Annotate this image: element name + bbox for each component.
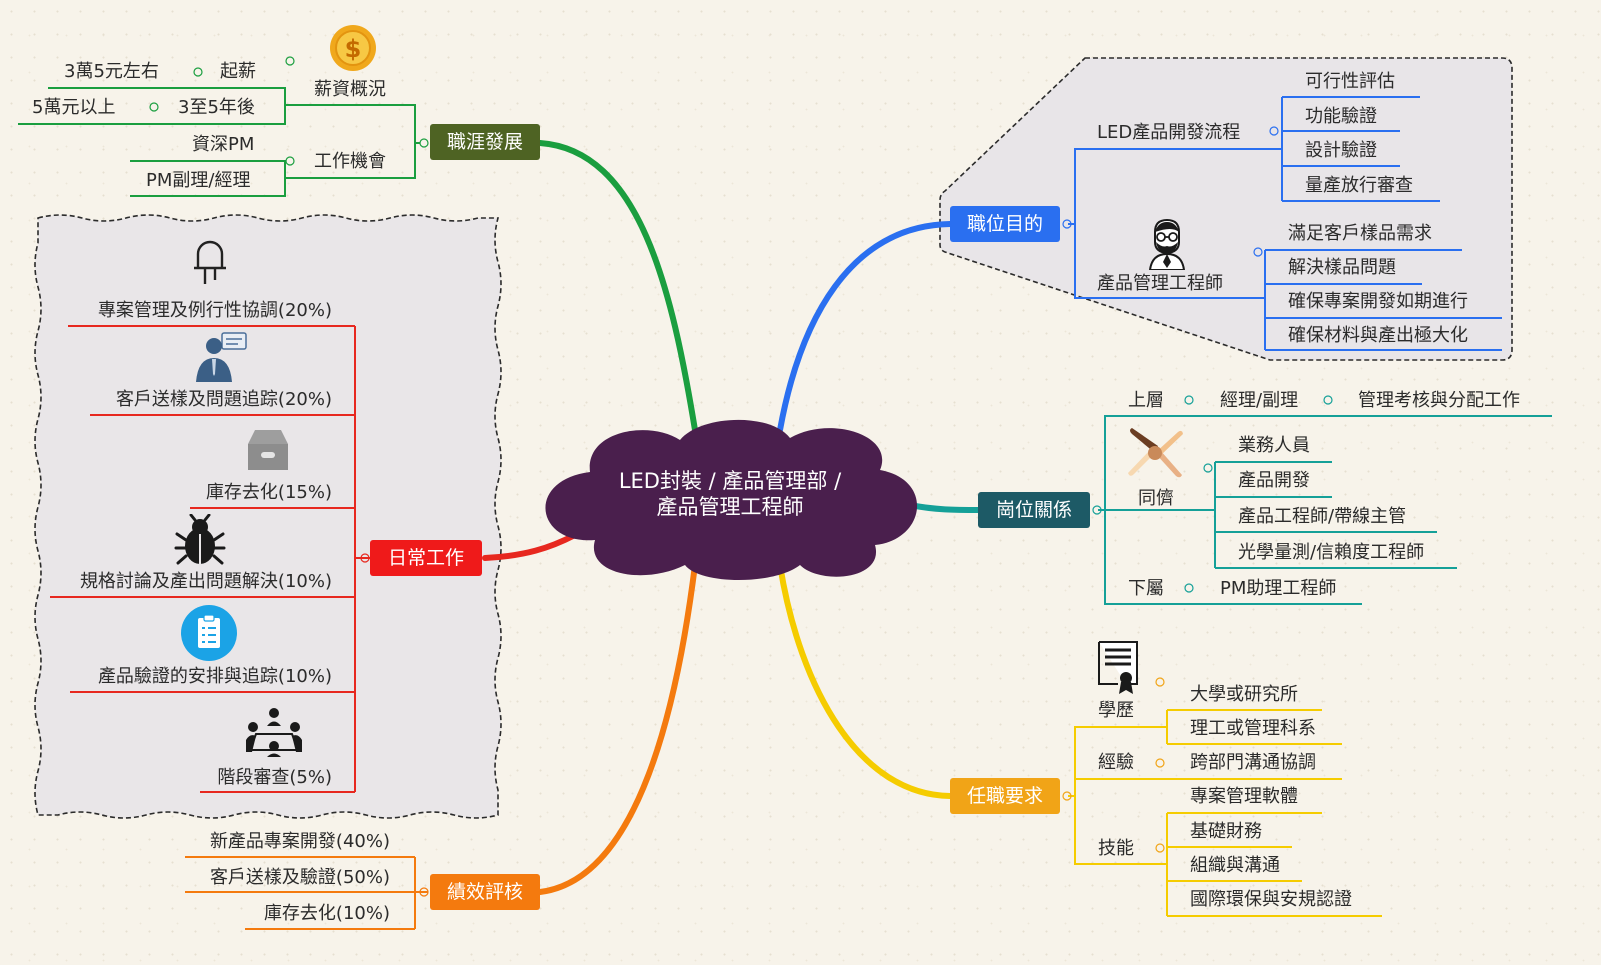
job-pm-manager[interactable]: PM副理/經理 (146, 170, 251, 191)
job-relation-node[interactable]: 崗位關係 (978, 492, 1090, 528)
certificate-icon (1098, 641, 1138, 694)
flow-item-4[interactable]: 量產放行審查 (1305, 175, 1413, 196)
career-node[interactable]: 職涯發展 (430, 124, 540, 160)
flow-item-3[interactable]: 設計驗證 (1305, 140, 1377, 161)
position-purpose-node[interactable]: 職位目的 (950, 206, 1060, 242)
performance-item-1[interactable]: 新產品專案開發(40%) (209, 831, 390, 852)
meeting-review-icon (246, 708, 302, 757)
education-node[interactable]: 學歷 (1098, 700, 1134, 721)
engineer-item-2[interactable]: 解決樣品問題 (1288, 257, 1396, 278)
engineer-avatar-icon (1148, 218, 1186, 270)
peer-item-2[interactable]: 產品開發 (1238, 470, 1310, 491)
led-icon (194, 240, 226, 284)
center-title-line2: 產品管理工程師 (656, 495, 804, 519)
daily-item-1[interactable]: 專案管理及例行性協調(20%) (97, 300, 332, 321)
clipboard-checklist-icon (181, 605, 237, 661)
pm-engineer-node[interactable]: 產品管理工程師 (1097, 273, 1223, 294)
engineer-item-1[interactable]: 滿足客戶樣品需求 (1288, 223, 1432, 244)
job-senior-pm[interactable]: 資深PM (192, 134, 255, 155)
peer-item-4[interactable]: 光學量測/信賴度工程師 (1238, 542, 1425, 563)
job-requirement-node[interactable]: 任職要求 (950, 778, 1060, 814)
peer-item-1[interactable]: 業務人員 (1238, 435, 1310, 456)
dollar-coin-icon: $ (330, 25, 376, 71)
branch-requirement (777, 562, 953, 799)
skill-item-3[interactable]: 組織與溝通 (1190, 855, 1280, 876)
branch-career (537, 140, 698, 433)
skill-node[interactable]: 技能 (1098, 838, 1134, 859)
salary-node[interactable]: 薪資概況 (314, 79, 386, 100)
center-title: LED封裝 / 產品管理部 / 產品管理工程師 (590, 468, 870, 520)
upper-task[interactable]: 管理考核與分配工作 (1358, 390, 1520, 411)
upper-node[interactable]: 上層 (1128, 390, 1164, 411)
lower-role[interactable]: PM助理工程師 (1220, 578, 1337, 599)
customer-service-icon (196, 332, 247, 382)
flow-item-2[interactable]: 功能驗證 (1305, 106, 1377, 127)
branch-performance (537, 562, 698, 895)
svg-text:$: $ (345, 35, 362, 63)
daily-item-3[interactable]: 庫存去化(15%) (205, 482, 332, 503)
teamwork-hands-icon (1128, 428, 1183, 478)
upper-role[interactable]: 經理/副理 (1220, 390, 1299, 411)
branch-relation (907, 502, 983, 513)
performance-item-3[interactable]: 庫存去化(10%) (263, 903, 390, 924)
start-salary-node[interactable]: 起薪 (220, 61, 256, 82)
after-years-value[interactable]: 5萬元以上 (32, 97, 116, 118)
skill-item-4[interactable]: 國際環保與安規認證 (1190, 889, 1352, 910)
center-cloud (545, 419, 918, 580)
performance-node[interactable]: 績效評核 (430, 874, 540, 910)
daily-item-4[interactable]: 規格討論及產出問題解決(10%) (79, 571, 332, 592)
performance-item-2[interactable]: 客戶送樣及驗證(50%) (209, 867, 390, 888)
led-dev-flow-node[interactable]: LED產品開發流程 (1097, 122, 1241, 143)
engineer-item-4[interactable]: 確保材料與產出極大化 (1288, 325, 1468, 346)
skill-item-1[interactable]: 專案管理軟體 (1190, 786, 1298, 807)
archive-box-icon (248, 430, 288, 470)
branch-daily (482, 532, 578, 561)
experience-item[interactable]: 跨部門溝通協調 (1190, 752, 1316, 773)
after-years-node[interactable]: 3至5年後 (178, 97, 255, 118)
job-opportunity-node[interactable]: 工作機會 (314, 151, 386, 172)
bug-icon (174, 514, 226, 565)
education-item-2[interactable]: 理工或管理科系 (1190, 718, 1316, 739)
branch-purpose (777, 221, 953, 433)
peer-node[interactable]: 同儕 (1138, 488, 1174, 509)
flow-item-1[interactable]: 可行性評估 (1305, 71, 1395, 92)
daily-work-region (34, 214, 502, 819)
daily-item-2[interactable]: 客戶送樣及問題追踪(20%) (115, 389, 332, 410)
experience-node[interactable]: 經驗 (1098, 752, 1134, 773)
education-item-1[interactable]: 大學或研究所 (1190, 684, 1298, 705)
daily-work-node[interactable]: 日常工作 (370, 540, 482, 576)
daily-item-5[interactable]: 產品驗證的安排與追踪(10%) (97, 666, 332, 687)
start-salary-value[interactable]: 3萬5元左右 (64, 61, 159, 82)
engineer-item-3[interactable]: 確保專案開發如期進行 (1288, 291, 1468, 312)
peer-item-3[interactable]: 產品工程師/帶線主管 (1238, 506, 1407, 527)
center-title-line1: LED封裝 / 產品管理部 / (618, 469, 842, 493)
skill-item-2[interactable]: 基礎財務 (1190, 821, 1262, 842)
daily-item-6[interactable]: 階段審查(5%) (217, 767, 332, 788)
lower-node[interactable]: 下屬 (1128, 578, 1164, 599)
